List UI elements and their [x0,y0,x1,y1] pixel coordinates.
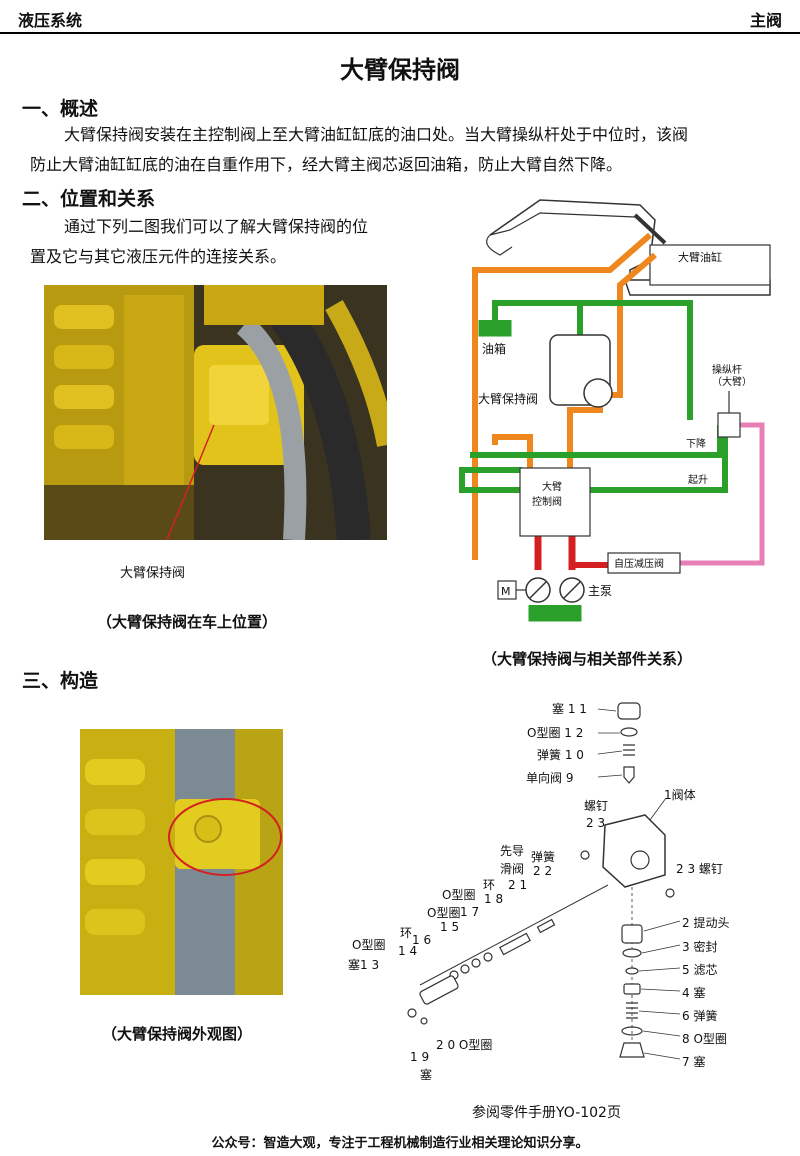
exploded-parts-diagram [340,695,780,1090]
label-raise: 起升 [688,474,708,486]
page-title: 大臂保持阀 [340,56,460,84]
part-label-plug-11: 塞 1 1 [552,702,587,716]
photo-valve-appearance [80,729,283,995]
location-line-2: 置及它与其它液压元件的连接关系。 [30,247,287,266]
footer-note: 公众号：智造大观，专注于工程机械制造行业相关理论知识分享。 [211,1136,589,1151]
part-label-oring-20: 2 0 O型圈 [436,1038,493,1052]
part-label-spool-21-num: 2 1 [508,878,528,892]
part-label-screw-23-left: 螺钉 [584,799,609,813]
part-label-screw-23-right: 2 3 螺钉 [676,862,723,876]
part-label-spool-21: 滑阀 [500,862,525,876]
part-label-oring-12: O型圈 1 2 [527,726,584,740]
part-label-oring-17: O型圈 [442,888,476,902]
part-label-oring-17-num: 1 7 [460,905,480,919]
part-label-plug-19: 塞 [420,1068,433,1082]
photo-valve-on-machine [44,285,387,540]
hydraulic-relationship-diagram: 大臂油缸 油箱 大臂保持阀 操纵杆 （大臂） 下降 起升 大臂 控制阀 自压减压… [450,185,780,625]
label-motor: M [501,585,511,598]
part-label-pilot: 先导 [500,844,525,858]
header-left-title: 液压系统 [18,11,83,30]
label-lower: 下降 [686,437,706,450]
part-label-spring-6: 6 弹簧 [682,1009,718,1023]
header-right-title: 主阀 [749,11,782,30]
part-label-ring-16: 环 [400,926,413,940]
part-label-check-valve-9: 单向阀 9 [526,771,574,785]
page-header [0,0,800,34]
part-label-ring-16-num: 1 6 [412,933,432,947]
label-boom-cylinder: 大臂油缸 [678,250,722,264]
label-tank: 油箱 [482,341,506,356]
diagram-caption: （大臂保持阀与相关部件关系） [482,650,693,668]
part-label-spring-10: 弹簧 1 0 [537,748,584,762]
label-control-valve-2: 控制阀 [532,495,562,508]
part-label-spring-22-num: 2 2 [533,864,553,878]
overview-line-1: 大臂保持阀安装在主控制阀上至大臂油缸缸底的油口处。当大臂操纵杆处于中位时，该阀 [64,125,689,144]
part-label-ring-18-num: 1 8 [484,892,504,906]
section-heading-location: 二、位置和关系 [22,188,156,210]
part-label-poppet-2: 2 提动头 [682,916,730,930]
label-lever-boom: （大臂） [712,375,752,388]
location-line-1: 通过下列二图我们可以了解大臂保持阀的位 [64,217,369,236]
part-label-valve-body-1: 1阀体 [664,788,696,802]
part-label-ring-18: 环 [483,878,496,892]
label-control-valve-1: 大臂 [542,480,562,493]
part-label-plug-4: 4 塞 [682,986,706,1000]
part-label-oring-15: O型圈 [427,906,461,920]
photo2-caption: （大臂保持阀外观图） [102,1025,253,1043]
label-hold-valve: 大臂保持阀 [478,391,538,406]
label-main-pump: 主泵 [588,584,612,598]
section-heading-structure: 三、构造 [22,670,99,692]
part-label-screw-23-left-num: 2 3 [586,816,606,830]
part-label-plug-7: 7 塞 [682,1055,706,1069]
overview-line-2: 防止大臂油缸缸底的油在自重作用下，经大臂主阀芯返回油箱，防止大臂自然下降。 [30,155,623,174]
part-label-seal-3: 3 密封 [682,940,718,954]
photo1-caption: （大臂保持阀在车上位置） [97,613,278,631]
part-label-filter-5: 5 滤芯 [682,963,718,977]
part-label-spring-22: 弹簧 [531,850,556,864]
part-label-oring-14-num: 1 4 [398,944,418,958]
parts-reference-caption: 参阅零件手册YO-102页 [472,1105,621,1121]
part-label-plug-13: 塞1 3 [348,958,380,972]
part-label-oring-14: O型圈 [352,938,386,952]
photo1-annotation: 大臂保持阀 [120,566,186,581]
part-label-oring-8: 8 O型圈 [682,1032,727,1046]
part-label-oring-15-num: 1 5 [440,920,460,934]
label-reducing-valve: 自压减压阀 [614,557,664,570]
part-label-plug-19-num: 1 9 [410,1050,430,1064]
section-heading-overview: 一、概述 [22,98,99,120]
label-lever: 操纵杆 [712,363,742,376]
